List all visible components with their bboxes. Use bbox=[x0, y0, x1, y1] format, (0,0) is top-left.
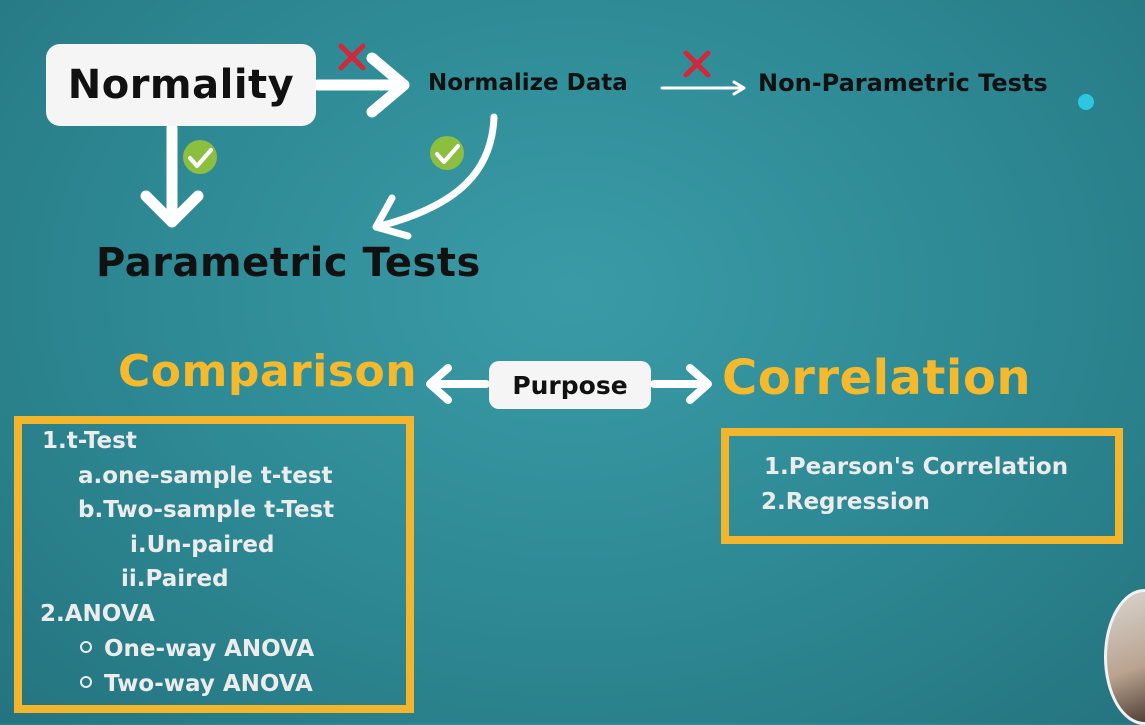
list-item: 2.Regression bbox=[761, 489, 930, 515]
correlation-list-box bbox=[721, 428, 1123, 544]
list-item: a.one-sample t-test bbox=[78, 463, 333, 489]
check-icon bbox=[430, 136, 464, 170]
normalize-data-label: Normalize Data bbox=[428, 70, 628, 96]
arrow-normality-to-normalize bbox=[312, 52, 410, 118]
normality-label: Normality bbox=[67, 62, 295, 108]
non-parametric-label: Non-Parametric Tests bbox=[758, 69, 1048, 97]
list-text: Regression bbox=[785, 489, 930, 515]
list-marker: i. bbox=[130, 532, 147, 558]
list-text: Two-way ANOVA bbox=[104, 671, 313, 697]
list-text: Two-sample t-Test bbox=[103, 497, 335, 523]
list-text: Un-paired bbox=[146, 532, 275, 558]
comparison-title: Comparison bbox=[118, 346, 418, 397]
list-item: 1.t-Test bbox=[42, 428, 137, 454]
arrow-normality-to-parametric bbox=[140, 122, 204, 228]
list-item: i.Un-paired bbox=[130, 532, 275, 558]
arrow-purpose-to-correlation bbox=[650, 364, 712, 404]
cross-icon bbox=[338, 43, 366, 71]
list-text: ANOVA bbox=[64, 601, 155, 627]
list-item: ii.Paired bbox=[121, 566, 229, 592]
list-item: b.Two-sample t-Test bbox=[78, 497, 334, 523]
list-marker: a. bbox=[78, 463, 103, 489]
list-text: one-sample t-test bbox=[102, 463, 333, 489]
check-icon bbox=[183, 140, 217, 174]
cursor-icon bbox=[1078, 94, 1094, 110]
arrow-purpose-to-comparison bbox=[426, 364, 490, 404]
list-item: Two-way ANOVA bbox=[80, 671, 313, 697]
list-marker: 1. bbox=[42, 428, 67, 454]
list-marker: ii. bbox=[121, 566, 146, 592]
list-marker: 1. bbox=[764, 454, 789, 480]
comparison-list-box bbox=[14, 416, 414, 713]
bullet-icon bbox=[80, 675, 92, 688]
arrow-normalize-to-parametric bbox=[372, 113, 498, 240]
list-text: t-Test bbox=[66, 428, 137, 454]
cross-icon bbox=[683, 50, 711, 78]
bullet-icon bbox=[80, 640, 92, 653]
list-marker: 2. bbox=[40, 601, 65, 627]
purpose-label: Purpose bbox=[512, 370, 628, 400]
list-marker: 2. bbox=[761, 489, 786, 515]
arrow-normalize-to-nonparametric bbox=[660, 80, 746, 96]
list-text: One-way ANOVA bbox=[104, 636, 315, 662]
list-text: Paired bbox=[145, 566, 229, 592]
purpose-box: Purpose bbox=[489, 361, 651, 409]
list-text: Pearson's Correlation bbox=[788, 454, 1069, 480]
normality-box: Normality bbox=[46, 44, 316, 126]
parametric-tests-label: Parametric Tests bbox=[96, 240, 481, 286]
list-item: 2.ANOVA bbox=[40, 601, 155, 627]
correlation-title: Correlation bbox=[722, 350, 1031, 406]
list-item: One-way ANOVA bbox=[80, 636, 314, 662]
list-item: 1.Pearson's Correlation bbox=[764, 454, 1068, 480]
list-marker: b. bbox=[78, 497, 104, 523]
